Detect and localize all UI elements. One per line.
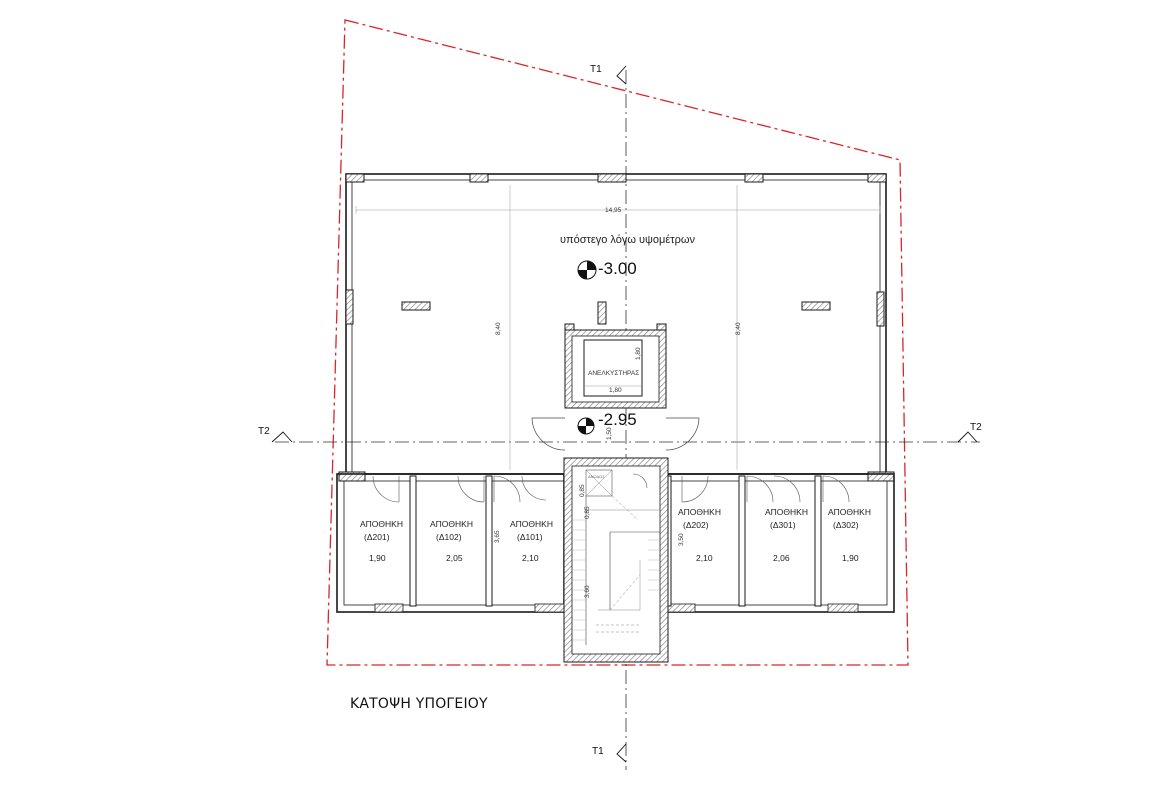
svg-text:ΑΠΟΘΗΚΗ: ΑΠΟΘΗΚΗ <box>765 507 808 517</box>
storage-room-3: ΑΠΟΘΗΚΗ (Δ101) 2,10 <box>510 519 553 563</box>
svg-text:2,06: 2,06 <box>773 553 790 563</box>
dim-hall-width: 14,95 <box>605 207 622 214</box>
elevator-shaft: ΑΝΕΛΚΥΣΤΗΡΑΣ 1,80 1,80 <box>564 329 667 409</box>
dim-stair-a: 0,85 <box>579 484 586 497</box>
svg-text:(Δ102): (Δ102) <box>436 532 462 542</box>
landing-doors <box>531 417 700 451</box>
svg-text:ΑΠΟΘΗΚΗ: ΑΠΟΘΗΚΗ <box>510 519 553 529</box>
dim-stair-b: 0,85 <box>584 506 591 519</box>
svg-text:(Δ201): (Δ201) <box>364 532 390 542</box>
svg-text:T1: T1 <box>592 746 604 757</box>
svg-text:-2.95: -2.95 <box>598 410 637 429</box>
svg-text:ΑΠΟΘΗΚΗ: ΑΠΟΘΗΚΗ <box>430 519 473 529</box>
svg-text:2,10: 2,10 <box>522 553 539 563</box>
svg-text:ΑΠΟΘΗΚΗ: ΑΠΟΘΗΚΗ <box>360 519 403 529</box>
columns <box>338 173 895 482</box>
svg-text:T2: T2 <box>258 426 270 437</box>
hall-note: υπόστεγο λόγω υψομέτρων <box>560 234 695 246</box>
storage-room-2: ΑΠΟΘΗΚΗ (Δ102) 2,05 <box>430 519 473 563</box>
svg-text:ΑΠΟΘΗΚΗ: ΑΠΟΘΗΚΗ <box>678 507 721 517</box>
stair-note: ΑΝΟΔΟΣ <box>588 474 605 479</box>
section-marker-t1-bottom: T1 <box>592 743 627 763</box>
storage-doors <box>372 475 850 503</box>
svg-text:-3.00: -3.00 <box>598 259 637 278</box>
svg-text:ΑΠΟΘΗΚΗ: ΑΠΟΘΗΚΗ <box>828 507 871 517</box>
dim-landing-depth: 1,50 <box>606 427 613 440</box>
dim-storage-depth-right: 3,50 <box>678 533 685 546</box>
drawing-title: ΚΑΤΟΨΗ ΥΠΟΓΕΙΟΥ <box>350 696 488 712</box>
plot-boundary <box>326 19 909 666</box>
dim-storage-depth-left: 3,65 <box>494 530 501 543</box>
storage-room-4: ΑΠΟΘΗΚΗ (Δ202) 2,10 <box>678 507 721 563</box>
svg-text:1,90: 1,90 <box>842 553 859 563</box>
svg-text:(Δ202): (Δ202) <box>683 520 709 530</box>
section-marker-t1-top: T1 <box>590 64 627 85</box>
svg-text:T2: T2 <box>970 422 982 433</box>
elevator-label: ΑΝΕΛΚΥΣΤΗΡΑΣ <box>588 370 639 377</box>
svg-text:2,10: 2,10 <box>696 553 713 563</box>
dim-elevator-width: 1,80 <box>609 387 622 394</box>
storage-room-5: ΑΠΟΘΗΚΗ (Δ301) 2,06 <box>765 507 808 563</box>
section-marker-t2-right: T2 <box>957 422 982 443</box>
svg-text:T1: T1 <box>590 64 602 75</box>
dim-hall-depth-right: 8,40 <box>735 322 742 335</box>
level-marker-landing: -2.95 1,50 <box>577 410 637 440</box>
svg-text:(Δ302): (Δ302) <box>833 520 859 530</box>
svg-text:(Δ301): (Δ301) <box>770 520 796 530</box>
dim-stair-depth: 3,60 <box>584 585 591 598</box>
svg-text:(Δ101): (Δ101) <box>517 532 543 542</box>
hall-walls <box>345 173 887 475</box>
section-marker-t2-left: T2 <box>258 426 293 443</box>
hall-dimension-lines <box>355 185 881 470</box>
svg-text:2,05: 2,05 <box>446 553 463 563</box>
level-marker-main: -3.00 <box>577 259 637 280</box>
dim-hall-depth-left: 8,40 <box>495 322 502 335</box>
dim-elevator-depth: 1,80 <box>635 347 642 360</box>
stair-core: ΑΝΟΔΟΣ 0,85 0,85 3,60 <box>563 457 669 663</box>
storage-room-6: ΑΠΟΘΗΚΗ (Δ302) 1,90 <box>828 507 871 563</box>
svg-text:1,90: 1,90 <box>369 553 386 563</box>
storage-room-1: ΑΠΟΘΗΚΗ (Δ201) 1,90 <box>360 519 403 563</box>
